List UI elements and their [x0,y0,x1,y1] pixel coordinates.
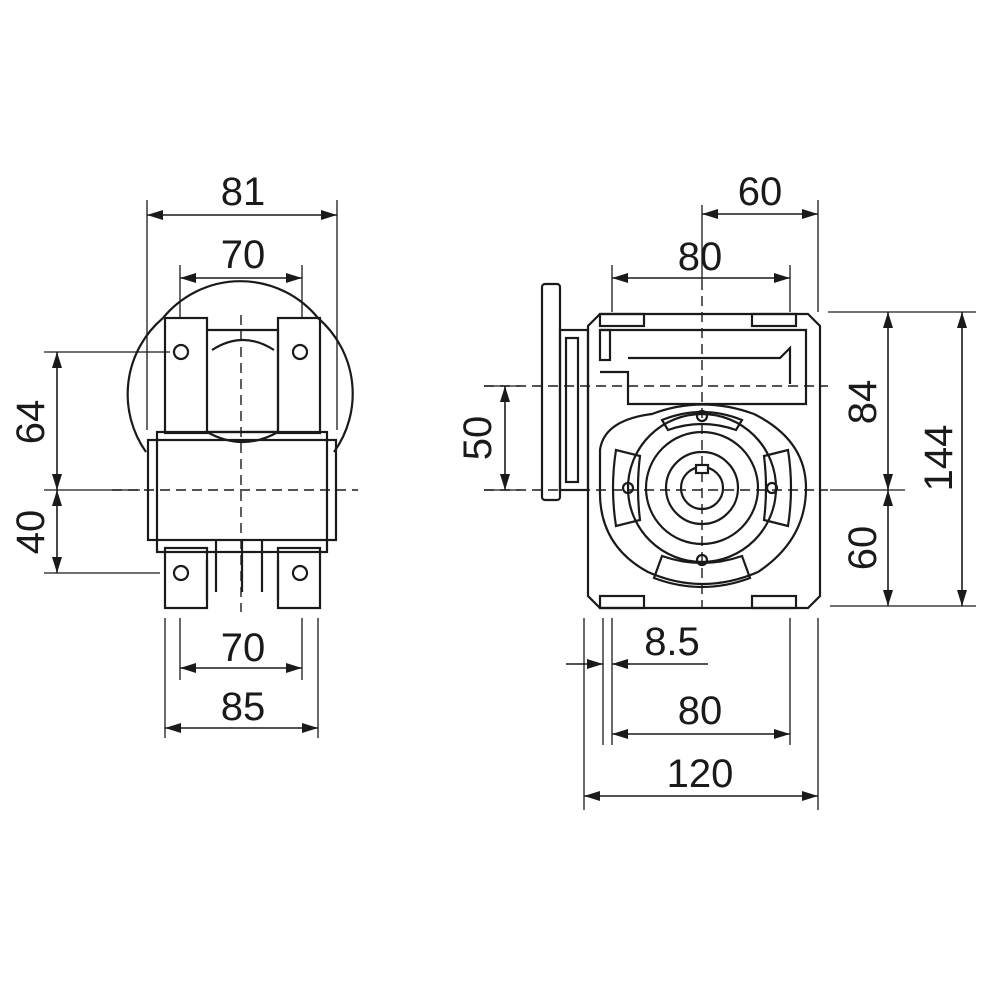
side-cover-window-top [660,410,744,432]
side-top-foot-right [750,312,798,328]
side-bolt-right [765,481,779,495]
dim-side-120: 120 [667,752,734,796]
side-flange-collar [558,328,590,492]
front-upper-saddle [211,339,275,351]
side-input-flange [540,282,562,502]
dim-side-80-top: 80 [678,235,723,279]
dim-front-70-top: 70 [221,233,266,277]
side-bottom-foot-left [598,594,646,610]
side-dimension-lines [500,209,967,801]
front-upper-lug-left [163,316,209,435]
side-view [484,280,828,610]
front-flange-arc [162,280,319,319]
dim-front-70-bottom: 70 [221,626,266,670]
side-wheel-outer [598,403,808,586]
front-hole-tl [172,343,190,361]
dim-side-60-top: 60 [738,170,783,214]
dim-side-80-bottom: 80 [678,689,723,733]
front-foot [205,560,280,600]
dim-side-144: 144 [917,425,961,492]
front-lower-lug-right [276,546,322,610]
front-housing [155,430,329,554]
front-view [112,280,358,612]
side-extension-lines [484,200,976,810]
front-dimension-lines [52,210,337,733]
front-upper-lug-right [276,316,322,435]
dim-front-40: 40 [9,510,53,555]
side-dimension-labels: 60 80 50 84 144 60 8.5 80 120 [456,170,961,796]
front-hole-br [291,564,309,582]
side-flange-collar-inner [564,336,580,484]
dim-front-85: 85 [221,685,266,729]
side-cover-window-bottom [652,554,752,589]
side-worm-tab [598,328,612,362]
front-dimension-labels: 81 70 64 40 70 85 [9,170,265,729]
dim-side-50: 50 [456,416,500,461]
side-keyway [694,463,710,475]
side-bolt-left [621,481,635,495]
dim-side-84: 84 [841,380,885,425]
side-cover-window-left [611,448,642,528]
dim-side-60-bottom: 60 [841,526,885,571]
front-lower-saddle [206,431,279,443]
front-extension-lines [44,200,338,738]
front-flange-arc-right [317,317,354,453]
dim-side-8-5: 8.5 [644,620,700,664]
front-upper-body [207,328,280,434]
dim-front-64: 64 [9,400,53,445]
dim-front-81: 81 [221,170,266,214]
front-hole-tr [291,343,309,361]
front-flange-arc-left [126,317,164,453]
side-worm-cap [628,345,792,384]
side-cover-window-right [762,448,793,528]
side-worm-housing [600,328,808,406]
side-bottom-foot-right [750,594,798,610]
side-housing [586,312,822,610]
side-top-foot-left [598,312,646,328]
front-hole-bl [172,564,190,582]
